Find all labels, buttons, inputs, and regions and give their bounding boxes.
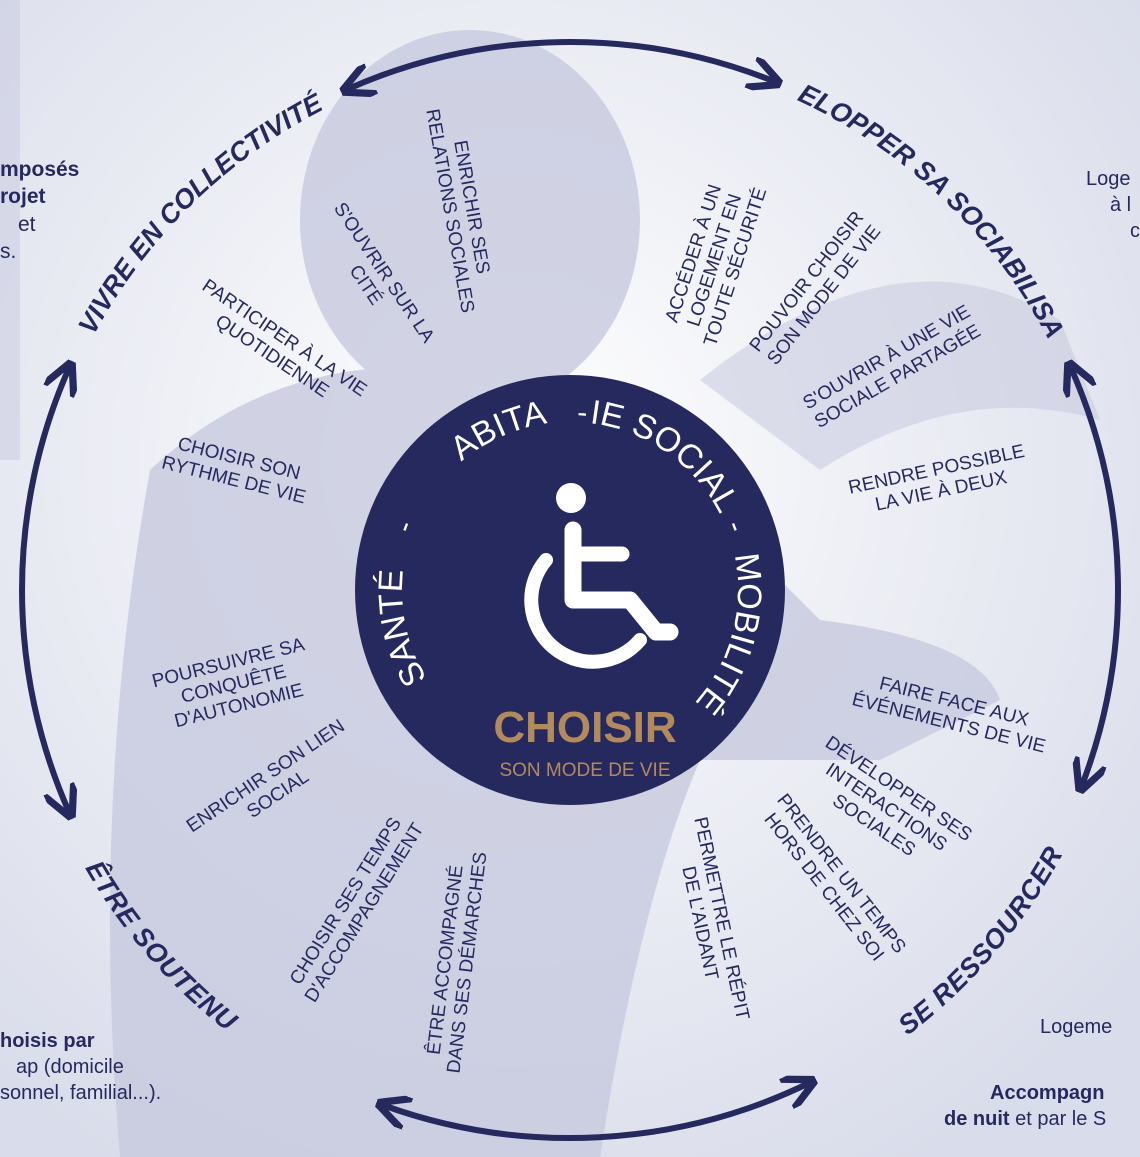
cycle-arrow <box>347 39 775 89</box>
side-text-line: Logeme <box>1040 1016 1113 1038</box>
side-text-line: sonnel, familial...). <box>0 1082 162 1104</box>
side-text-line: rojet <box>0 185 46 209</box>
side-text-top-right: Loge à l c <box>1086 166 1140 244</box>
side-text-line: Loge <box>1086 168 1131 190</box>
side-text-line: c <box>1130 220 1140 242</box>
side-text-top-left: mposés rojet et s. <box>0 156 79 265</box>
side-text-bottom-right-2: Accompagn de nuit et par le S <box>944 1080 1106 1132</box>
center-title: CHOISIR <box>493 703 676 752</box>
wheelchair-accessibility-icon <box>524 483 679 669</box>
side-text-line: Accompagn <box>990 1082 1105 1104</box>
side-text-line: et <box>18 212 36 236</box>
side-text-line: hoisis par <box>0 1030 95 1052</box>
side-text-line: à l <box>1110 194 1132 216</box>
cycle-arrow <box>19 367 69 813</box>
side-text-line: et par le S <box>1015 1108 1107 1130</box>
side-text-line: mposés <box>0 158 80 181</box>
cycle-arrow <box>1071 367 1121 786</box>
center-subtitle: SON MODE DE VIE <box>499 760 670 781</box>
side-text-bottom-left: hoisis par ap (domicile sonnel, familial… <box>0 1028 161 1106</box>
cycle-arrow <box>383 1083 811 1141</box>
cycle-arrows <box>19 39 1121 1141</box>
side-text-bottom-right: Logeme <box>1040 1014 1112 1040</box>
ring-label: - <box>576 396 588 430</box>
side-text-line: s. <box>0 239 17 263</box>
side-text-bold: de nuit <box>944 1108 1010 1130</box>
side-text-line: ap (domicile <box>16 1056 124 1078</box>
